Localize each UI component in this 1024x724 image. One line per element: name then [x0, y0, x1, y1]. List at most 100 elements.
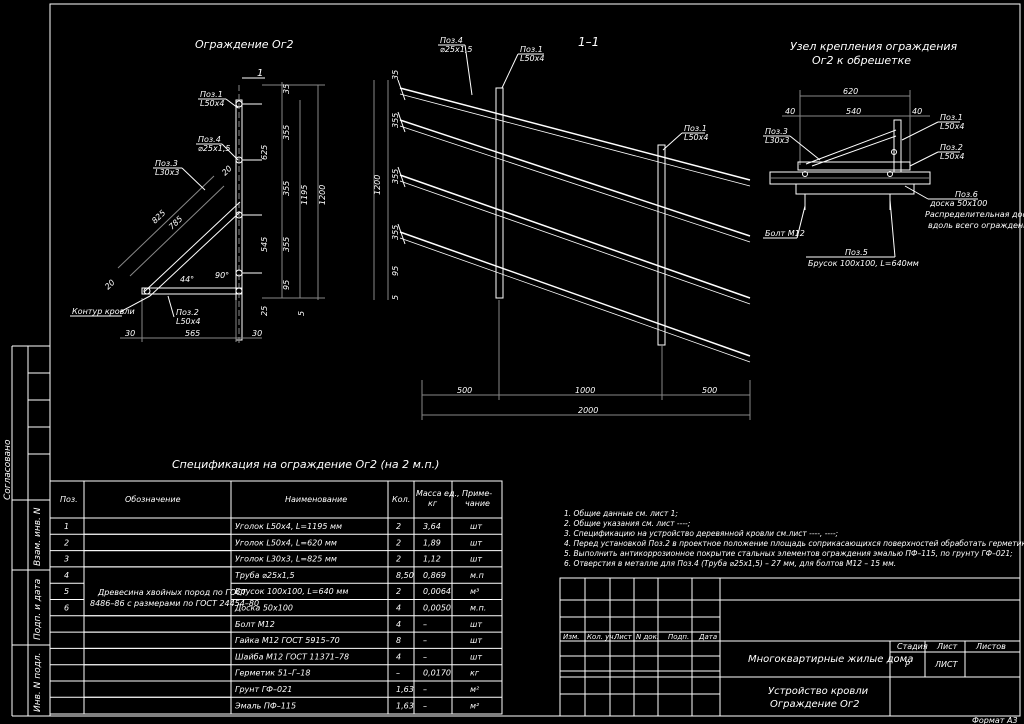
fence-poz2-sub: L50x4	[176, 317, 200, 326]
stamp-col-header: Лист	[613, 633, 633, 641]
spec-cell-qty: 4	[396, 620, 401, 629]
node-dim-40b: 40	[912, 107, 922, 116]
dim-5: 5	[297, 311, 306, 316]
spec-cell-pos: 5	[64, 587, 69, 596]
sec-dim-1200: 1200	[373, 175, 382, 195]
spec-h-mass2: кг	[428, 499, 438, 508]
spec-cell-note: м²	[470, 685, 480, 694]
sec-poz1a: Поз.1	[520, 45, 543, 54]
sec-dim-355b: 355	[391, 169, 400, 184]
dim-785: 785	[167, 214, 184, 231]
spec-designation-l2: 8486–86 с размерами по ГОСТ 24454–80	[90, 599, 259, 608]
spec-table: Спецификация на ограждение Ог2 (на 2 м.п…	[49, 458, 503, 715]
stamp-sheets-h: Листов	[975, 642, 1006, 651]
side-inv-orig: Инв. N подл.	[33, 653, 43, 712]
note-line: 4. Перед установкой Поз.2 в проектное по…	[564, 539, 1024, 548]
stamp-col-header: Изм.	[563, 633, 579, 641]
sec-poz1a-sub: L50x4	[520, 54, 544, 63]
spec-cell-name: Брусок 100х100, L=640 мм	[235, 587, 348, 596]
spec-cell-qty: –	[396, 669, 400, 678]
node-dim-40a: 40	[785, 107, 795, 116]
view-fence: Ограждение Ог2 1 35 355 625 355 545	[70, 38, 327, 345]
spec-cell-qty: 1,63	[396, 685, 414, 694]
dim-30-left: 30	[125, 329, 135, 338]
sec-dim-500a: 500	[457, 386, 472, 395]
stamp-title-l1: Устройство кровли	[768, 686, 869, 697]
node-subtitle: Ог2 к обрешетке	[812, 54, 911, 67]
spec-cell-mass: 1,12	[423, 555, 441, 564]
dim-35: 35	[282, 84, 291, 94]
spec-cell-note: м.п	[470, 571, 484, 580]
fence-poz1: Поз.1	[200, 90, 223, 99]
sec-dim-95: 95	[391, 266, 400, 276]
spec-h-qty: Кол.	[392, 495, 410, 504]
spec-cell-note: шт	[470, 538, 482, 547]
spec-cell-name: Труба ⌀25х1,5	[235, 571, 295, 580]
sheet-frame	[49, 3, 1021, 717]
spec-cell-mass: –	[423, 685, 427, 694]
roof-contour-label: Контур кровли	[72, 307, 135, 316]
node-poz5-sub: Брусок 100х100, L=640мм	[808, 259, 919, 268]
side-strip: Согласовано Взам. инв. N Подп. и дата Ин…	[3, 345, 50, 717]
fence-poz4: Поз.4	[198, 135, 221, 144]
view-fence-title: Ограждение Ог2	[195, 38, 293, 51]
sec-dim-500b: 500	[702, 386, 717, 395]
spec-cell-name: Эмаль ПФ–115	[234, 701, 296, 710]
spec-title: Спецификация на ограждение Ог2 (на 2 м.п…	[172, 458, 439, 471]
spec-cell-qty: 8	[396, 636, 401, 645]
spec-cell-pos: 1	[64, 522, 69, 531]
note-line: 6. Отверстия в металле для Поз.4 (Труба …	[564, 559, 896, 568]
stamp-col-header: Кол. уч.	[587, 633, 616, 641]
sec-dim-2000: 2000	[578, 406, 598, 415]
fence-poz1-sub: L50x4	[200, 99, 224, 108]
spec-cell-note: шт	[470, 555, 482, 564]
spec-h-name: Наименование	[285, 495, 347, 504]
angle-44: 44°	[180, 275, 194, 284]
spec-designation-l1: Древесина хвойных пород по ГОСТ	[97, 588, 248, 597]
fence-poz4-sub: ⌀25x1,5	[198, 144, 230, 153]
stamp-col-header: N док.	[636, 633, 659, 641]
side-inv-swap: Взам. инв. N	[33, 507, 43, 566]
node-poz2-sub: L50x4	[940, 152, 964, 161]
spec-h-pos: Поз.	[60, 495, 78, 504]
spec-cell-note: кг	[470, 669, 480, 678]
spec-cell-mass: –	[423, 701, 427, 710]
stamp-stage: Р	[905, 660, 910, 669]
sec-dim-355c: 355	[391, 225, 400, 240]
note-line: 5. Выполнить антикоррозионное покрытие с…	[564, 549, 1013, 558]
spec-cell-qty: 2	[396, 538, 401, 547]
spec-cell-name: Доска 50х100	[234, 604, 293, 613]
node-dim-540: 540	[846, 107, 861, 116]
spec-h-mass1: Масса ед.,	[416, 489, 460, 498]
stamp-stage-h: Стадия	[897, 642, 928, 651]
dim-355b: 355	[282, 181, 291, 196]
node-bolt: Болт М12	[765, 229, 805, 238]
node-poz5: Поз.5	[845, 248, 868, 257]
sec-poz1b: Поз.1	[684, 124, 707, 133]
dim-565: 565	[185, 329, 200, 338]
spec-cell-note: шт	[470, 522, 482, 531]
spec-cell-mass: 1,89	[423, 538, 441, 547]
spec-cell-name: Грунт ГФ–021	[235, 685, 292, 694]
spec-cell-pos: 4	[64, 571, 69, 580]
node-poz6-l3: вдоль всего ограждения	[928, 221, 1024, 230]
spec-cell-mass: –	[423, 652, 427, 661]
node-poz6: Поз.6	[955, 190, 978, 199]
sec-dim-1000: 1000	[575, 386, 595, 395]
spec-cell-mass: 0,869	[423, 571, 446, 580]
spec-h-note2: чание	[465, 499, 490, 508]
dim-30-right: 30	[252, 329, 262, 338]
node-dim-620: 620	[843, 87, 858, 96]
spec-cell-note: шт	[470, 652, 482, 661]
dim-1200: 1200	[318, 185, 327, 205]
dim-355c: 355	[282, 237, 291, 252]
spec-cell-name: Герметик 51–Г–18	[235, 669, 310, 678]
spec-cell-qty: 2	[396, 522, 401, 531]
spec-h-note1: Приме-	[462, 489, 492, 498]
spec-cell-pos: 3	[64, 555, 69, 564]
node-poz6-l2: Распределительная доска	[925, 210, 1024, 219]
node-poz3-sub: L30x3	[765, 136, 789, 145]
spec-cell-mass: –	[423, 636, 427, 645]
